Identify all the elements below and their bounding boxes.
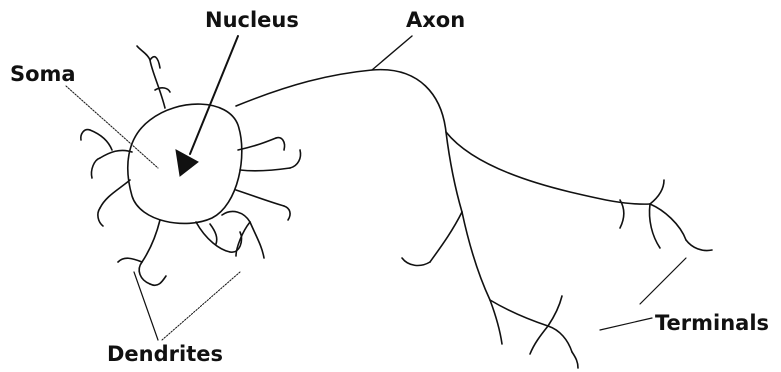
terminals-label: Terminals xyxy=(655,313,769,334)
soma-label: Soma xyxy=(10,64,76,85)
upper-dendrites xyxy=(137,46,170,108)
axon-terminals xyxy=(402,180,712,368)
nucleus-pointer-line xyxy=(190,36,238,154)
right-dendrites xyxy=(236,138,301,220)
soma-pointer-line xyxy=(66,86,158,168)
terminals-pointer-line-2 xyxy=(600,318,652,330)
axon-pointer-line xyxy=(372,36,412,70)
dendrites-label: Dendrites xyxy=(107,344,223,365)
nucleus-label: Nucleus xyxy=(205,10,299,31)
dendrites-pointer-line-2 xyxy=(162,272,240,340)
terminals-pointer-line-1 xyxy=(640,258,686,304)
nucleus-arrowhead xyxy=(176,150,198,176)
axon-label: Axon xyxy=(406,10,465,31)
left-dendrites xyxy=(81,130,132,226)
axon-collateral xyxy=(446,132,650,204)
